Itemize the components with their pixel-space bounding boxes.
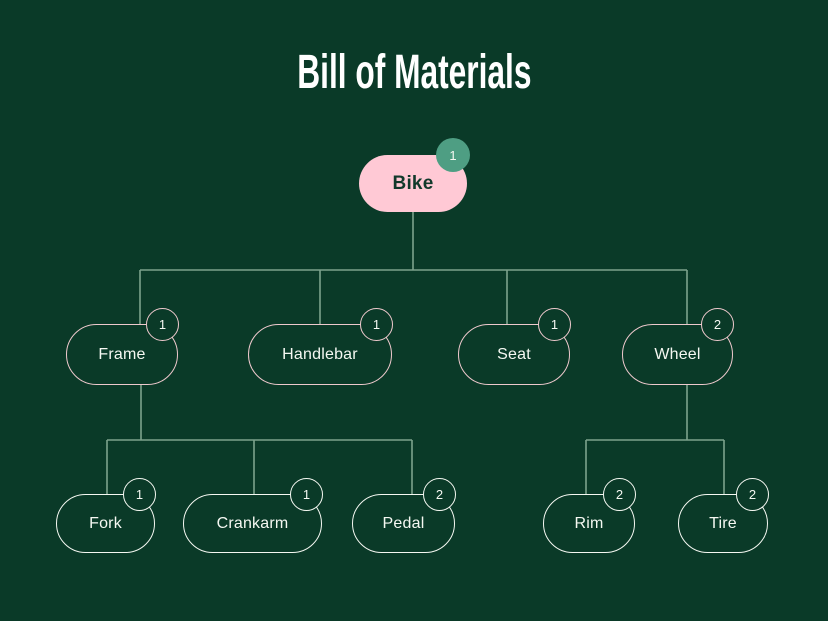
node-rim[interactable]: Rim 2	[543, 478, 636, 553]
node-crankarm-label: Crankarm	[216, 514, 289, 532]
node-pedal[interactable]: Pedal 2	[352, 478, 456, 553]
node-pedal-quantity-badge: 2	[423, 478, 456, 511]
node-handlebar-label: Handlebar	[282, 345, 358, 363]
node-wheel-label: Wheel	[654, 345, 701, 363]
node-handlebar[interactable]: Handlebar 1	[248, 308, 393, 385]
node-tire[interactable]: Tire 2	[678, 478, 769, 553]
node-rim-quantity-badge: 2	[603, 478, 636, 511]
node-bike-quantity-badge: 1	[436, 138, 470, 172]
node-pedal-label: Pedal	[382, 514, 425, 532]
node-seat[interactable]: Seat 1	[458, 308, 571, 385]
node-wheel-quantity-badge: 2	[701, 308, 734, 341]
node-tire-quantity-badge: 2	[736, 478, 769, 511]
node-tire-label: Tire	[709, 514, 737, 532]
node-handlebar-quantity-badge: 1	[360, 308, 393, 341]
node-frame-label: Frame	[98, 345, 146, 363]
title-wrap: Bill of Materials	[0, 49, 828, 97]
page-title: Bill of Materials	[296, 46, 532, 99]
node-fork-quantity-badge: 1	[123, 478, 156, 511]
node-crankarm-quantity-badge: 1	[290, 478, 323, 511]
node-bike[interactable]: Bike 1	[359, 138, 470, 212]
node-frame-quantity-badge: 1	[146, 308, 179, 341]
node-crankarm[interactable]: Crankarm 1	[183, 478, 323, 553]
node-rim-label: Rim	[574, 514, 604, 532]
node-fork-label: Fork	[89, 514, 122, 532]
node-fork[interactable]: Fork 1	[56, 478, 156, 553]
node-seat-label: Seat	[497, 345, 531, 363]
node-frame[interactable]: Frame 1	[66, 308, 179, 385]
node-bike-label: Bike	[392, 172, 434, 194]
node-seat-quantity-badge: 1	[538, 308, 571, 341]
node-wheel[interactable]: Wheel 2	[622, 308, 734, 385]
